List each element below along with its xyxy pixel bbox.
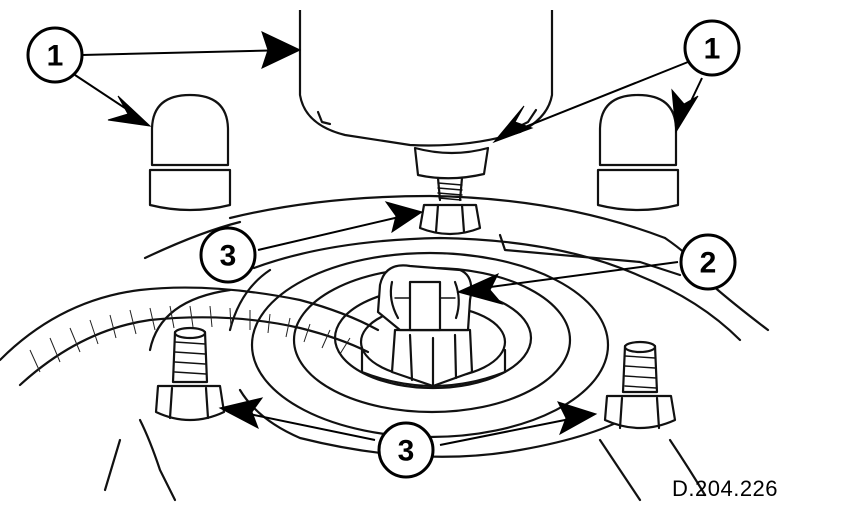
callout-1-left-label: 1 xyxy=(47,40,64,73)
cap-left xyxy=(148,93,232,212)
callout-2-label: 2 xyxy=(700,247,717,280)
callout-1-right: 1 xyxy=(683,19,741,77)
leader-lines xyxy=(74,31,703,446)
shock-absorber-body xyxy=(298,10,554,180)
central-nut-and-clip xyxy=(376,264,474,388)
callout-3-top: 3 xyxy=(199,226,257,284)
wheel-arch-hatched xyxy=(0,286,380,387)
callout-3-bottom-label: 3 xyxy=(398,435,415,468)
callout-1-left: 1 xyxy=(26,26,84,84)
nut-top-center xyxy=(418,203,482,236)
reference-code: D.204.226 xyxy=(672,476,779,501)
stud-and-nut-right xyxy=(603,340,677,430)
callout-2: 2 xyxy=(679,233,737,291)
callout-3-bottom: 3 xyxy=(377,421,435,479)
callout-3-top-label: 3 xyxy=(220,240,237,273)
cap-right xyxy=(596,93,680,212)
stud-and-nut-left xyxy=(154,326,226,422)
callout-1-right-label: 1 xyxy=(704,33,721,66)
